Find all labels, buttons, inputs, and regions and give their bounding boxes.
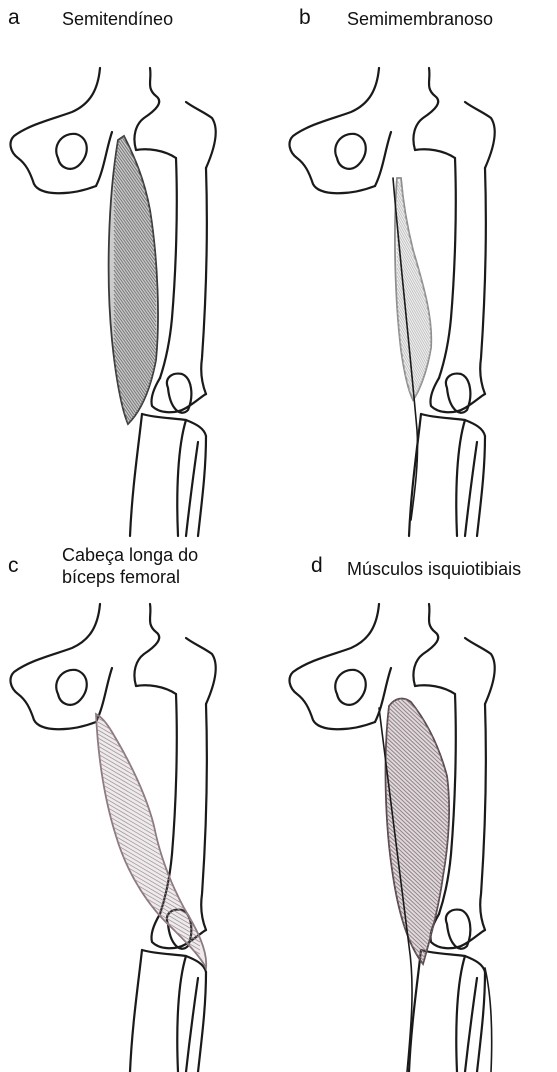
muscle-fiber-line [387, 978, 451, 1038]
femur-condyle [430, 914, 485, 948]
thigh-illustration [279, 536, 557, 1072]
femur-head-outline [413, 68, 438, 150]
fibula-outline-2 [477, 436, 485, 536]
femur-condyle [430, 378, 485, 412]
muscle-fiber-line [98, 970, 200, 1030]
pelvis-outline [290, 68, 379, 193]
muscle-fiber-line [387, 974, 451, 1034]
muscle-fiber-line [98, 938, 200, 998]
pelvis-outline [11, 68, 100, 193]
muscle-fiber-line [387, 970, 451, 1030]
tibia-medial [130, 414, 142, 536]
hamstrings-muscle-group [379, 654, 492, 1072]
tibia-medial [130, 950, 142, 1072]
fibula-outline [186, 978, 198, 1072]
thigh-illustration [0, 536, 278, 1072]
obturator-foramen [335, 134, 366, 169]
tibia-plateau [421, 950, 485, 972]
femur-neck-outline [136, 685, 176, 694]
tibia-lateral [177, 420, 186, 536]
pelvis-ischium-edge [96, 668, 112, 722]
tibia-lateral [177, 956, 186, 1072]
tendon-line [485, 968, 492, 1072]
muscle-fiber-line [98, 678, 200, 738]
fibula-outline-2 [198, 972, 206, 1072]
femur-head-outline [134, 604, 159, 686]
skeleton [11, 604, 216, 1072]
muscle-fiber-line [114, 410, 156, 470]
muscle-fiber-line [98, 666, 200, 726]
obturator-foramen [335, 670, 366, 705]
biceps-femoris-muscle [96, 666, 206, 1034]
obturator-foramen [56, 134, 87, 169]
fibula-outline-2 [477, 972, 485, 1072]
panel-c: c Cabeça longa do bíceps femoral [0, 536, 278, 1072]
femur-shaft-medial [439, 158, 456, 378]
femur-neck-outline [415, 685, 455, 694]
femur-head-outline [134, 68, 159, 150]
thigh-illustration [0, 0, 278, 536]
pelvis-outline [11, 604, 100, 729]
fibula-outline [465, 442, 477, 536]
tibia-lateral [456, 956, 465, 1072]
greater-trochanter-outline [186, 638, 216, 704]
femur-neck-outline [136, 149, 176, 158]
pelvis-outline [290, 604, 379, 729]
panel-d: d Músculos isquiotibiais [279, 536, 557, 1072]
pelvis-ischium-edge [375, 132, 391, 186]
greater-trochanter-outline [465, 638, 495, 704]
femur-shaft-medial [160, 158, 177, 378]
skeleton [290, 68, 495, 536]
muscle-fiber-line [98, 958, 200, 1018]
tibia-plateau [421, 414, 485, 436]
femur-head-outline [413, 604, 438, 686]
femur-condyle [151, 378, 206, 412]
muscle-fiber-line [98, 966, 200, 1026]
femur-shaft-lateral [480, 704, 486, 930]
fibula-outline [186, 442, 198, 536]
fibula-outline-2 [198, 436, 206, 536]
muscle-fiber-line [98, 670, 200, 730]
femur-neck-outline [415, 149, 455, 158]
semimembranosus-muscle [393, 178, 431, 520]
muscle-fiber-line [98, 962, 200, 1022]
femur-shaft-lateral [201, 168, 207, 394]
femur-shaft-lateral [201, 704, 207, 930]
tibia-plateau [142, 414, 206, 436]
muscle-fiber-line [397, 408, 431, 468]
tibia-lateral [456, 420, 465, 536]
muscle-fiber-line [397, 404, 431, 464]
muscle-fiber-line [98, 974, 200, 1034]
panel-b: b Semimembranoso [279, 0, 557, 536]
semitendinosus-muscle [109, 90, 158, 498]
thigh-illustration [279, 0, 557, 536]
muscle-fiber-line [397, 400, 431, 460]
pelvis-ischium-edge [96, 132, 112, 186]
muscle-fiber-line [98, 674, 200, 734]
panel-a: a Semitendíneo [0, 0, 278, 536]
obturator-foramen [56, 670, 87, 705]
fibula-outline [465, 978, 477, 1072]
femur-shaft-lateral [480, 168, 486, 394]
greater-trochanter-outline [465, 102, 495, 168]
greater-trochanter-outline [186, 102, 216, 168]
